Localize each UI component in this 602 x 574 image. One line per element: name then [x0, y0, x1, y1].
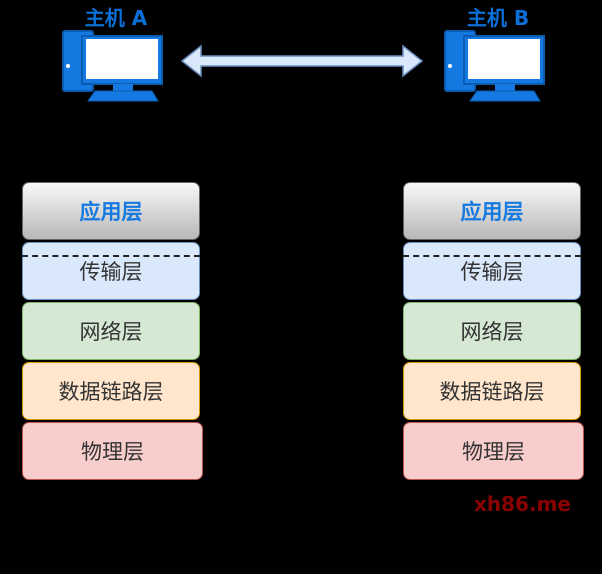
layer-physical: 物理层 [403, 422, 584, 480]
layer-application: 应用层 [403, 182, 581, 240]
computer-icon [62, 30, 163, 102]
bidirectional-arrow-icon [180, 44, 424, 78]
layer-transport: 传输层 [403, 242, 581, 300]
host-a-title: 主机 A [84, 6, 148, 30]
host-b-title: 主机 B [466, 6, 530, 30]
dashed-divider [22, 255, 200, 257]
dashed-divider [403, 255, 581, 257]
watermark: xh86.me [474, 492, 571, 516]
layer-application: 应用层 [22, 182, 200, 240]
computer-icon [444, 30, 545, 102]
layer-transport: 传输层 [22, 242, 200, 300]
layer-data-link: 数据链路层 [22, 362, 200, 420]
layer-network: 网络层 [403, 302, 581, 360]
layer-physical: 物理层 [22, 422, 203, 480]
layer-data-link: 数据链路层 [403, 362, 581, 420]
layer-network: 网络层 [22, 302, 200, 360]
